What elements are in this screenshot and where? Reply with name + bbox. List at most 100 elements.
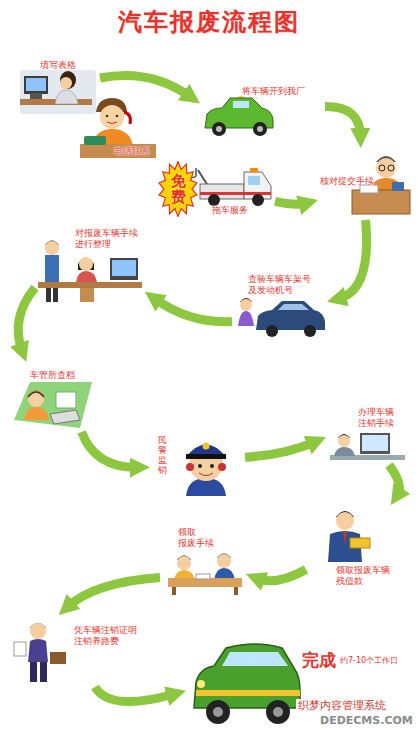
document-check-figure-part xyxy=(376,158,396,178)
inspected-car-figure xyxy=(238,298,325,337)
deregistration-figure-part xyxy=(362,435,388,451)
driving-car-figure xyxy=(205,96,273,136)
paperwork-figure xyxy=(38,241,142,303)
records-check-figure xyxy=(14,382,92,428)
police-officer-figure-part xyxy=(210,464,214,468)
tow-truck-figure-part xyxy=(200,184,244,199)
driving-car-figure-part xyxy=(212,122,226,136)
flow-arrow xyxy=(68,578,160,607)
records-check-figure-part xyxy=(24,407,49,420)
process-step: 将车辆开到我厂 xyxy=(200,84,325,140)
form-filling-figure-part xyxy=(55,90,78,104)
inspected-car-figure-part xyxy=(238,311,254,326)
road-fee-figure xyxy=(14,623,66,682)
records-check-figure-part xyxy=(14,382,92,428)
inspected-car-figure-part xyxy=(256,301,325,330)
phone-call-figure-part xyxy=(100,105,124,129)
tow-truck-figure-part xyxy=(248,176,260,185)
police-officer-figure xyxy=(186,443,226,497)
paperwork-figure-part xyxy=(46,288,51,302)
burst-badge: 免费 xyxy=(158,161,198,217)
documents-collection-figure-part xyxy=(177,556,191,570)
driving-car-figure-part xyxy=(253,122,267,136)
finished-car-figure-part xyxy=(206,700,230,724)
paperwork-figure-part xyxy=(112,260,136,276)
police-officer-figure-part xyxy=(186,463,194,471)
flow-arrow xyxy=(95,687,174,702)
police-officer-figure-part xyxy=(218,463,226,471)
road-fee-figure-part xyxy=(28,639,48,662)
tow-truck-figure-part xyxy=(252,194,264,206)
records-check-figure-part xyxy=(50,410,80,424)
deregistration-figure xyxy=(330,433,405,460)
process-step: 对报废车辆手续 进行整理 xyxy=(35,222,145,304)
phone-call-figure-part xyxy=(116,115,119,118)
finished-car-figure xyxy=(194,644,300,724)
document-check-figure-part xyxy=(379,165,385,171)
police-officer-figure-part xyxy=(199,473,213,476)
flow-arrow xyxy=(389,465,399,495)
road-fee-figure-part xyxy=(30,662,37,682)
step-label: 办理车辆 注销手续 xyxy=(358,407,394,429)
finished-car-figure-part xyxy=(197,680,205,688)
documents-collection-figure-part xyxy=(172,587,176,595)
step-label: 领取报废车辆 残值款 xyxy=(336,565,390,587)
paperwork-figure-part xyxy=(78,258,94,270)
step-label: 拖车服务 xyxy=(212,205,248,216)
finished-car-figure-part xyxy=(266,700,290,724)
document-check-figure-part xyxy=(392,182,404,191)
deregistration-figure-part xyxy=(334,447,355,456)
burst-shape xyxy=(159,162,197,217)
step-label: 完成 xyxy=(302,650,336,670)
road-fee-figure-part xyxy=(30,623,46,639)
finished-car-figure-part xyxy=(213,707,223,717)
process-step: 车管所查档 xyxy=(8,362,100,432)
process-step: 领取 报废手续 xyxy=(160,525,246,595)
step-label: 将车辆开到我厂 xyxy=(242,86,305,97)
finished-car-figure-part xyxy=(194,644,300,708)
records-check-figure-part xyxy=(56,392,76,408)
finished-car-figure-part xyxy=(222,652,288,666)
flow-arrow xyxy=(275,201,306,204)
form-filling-figure-part xyxy=(60,71,76,89)
payment-collection-figure-part xyxy=(336,512,354,530)
inspected-car-figure-part xyxy=(266,325,278,337)
step-label: 民警监销 xyxy=(158,436,167,476)
step-label: 车管所查档 xyxy=(30,370,75,381)
phone-call-figure-part xyxy=(106,115,109,118)
documents-collection-figure-part xyxy=(196,574,210,579)
driving-car-figure-part xyxy=(257,126,263,132)
tow-truck-figure-part xyxy=(208,194,220,206)
document-check-figure-part xyxy=(352,190,410,214)
watermark-text: DEDECMS.COM xyxy=(318,714,415,727)
paperwork-figure-part xyxy=(110,258,138,280)
flow-arrow xyxy=(339,220,367,299)
documents-collection-figure-part xyxy=(217,554,231,568)
police-officer-figure-part xyxy=(186,454,226,459)
paperwork-figure-part xyxy=(38,282,142,288)
inspected-car-figure-part xyxy=(304,325,316,337)
police-officer-figure-part xyxy=(198,464,202,468)
process-step: 拖车服务 免费 xyxy=(150,158,275,220)
process-step: 查验车辆车架号 及发动机号 xyxy=(232,272,327,338)
process-step: 填写表格 xyxy=(15,57,100,117)
paperwork-figure-part xyxy=(76,271,97,282)
process-step: 核对提交手续 xyxy=(318,148,413,220)
flow-arrow xyxy=(257,570,306,581)
payment-collection-figure-part xyxy=(350,538,370,548)
flow-arrow xyxy=(155,299,232,322)
paperwork-figure-part xyxy=(45,241,59,255)
process-step: 领取报废车辆 残值款 xyxy=(306,505,412,591)
paperwork-figure-part xyxy=(45,255,59,282)
deregistration-figure-part xyxy=(338,435,350,447)
tow-truck-figure xyxy=(190,168,271,206)
step-label: 填写表格 xyxy=(40,60,76,71)
step-label: 对报废车辆手续 进行整理 xyxy=(75,228,138,250)
phone-call-figure-part xyxy=(80,144,156,158)
payment-collection-figure-part xyxy=(343,531,347,545)
road-fee-figure-part xyxy=(40,662,47,682)
form-filling-figure-part xyxy=(20,70,96,114)
flow-arrow xyxy=(325,106,361,136)
